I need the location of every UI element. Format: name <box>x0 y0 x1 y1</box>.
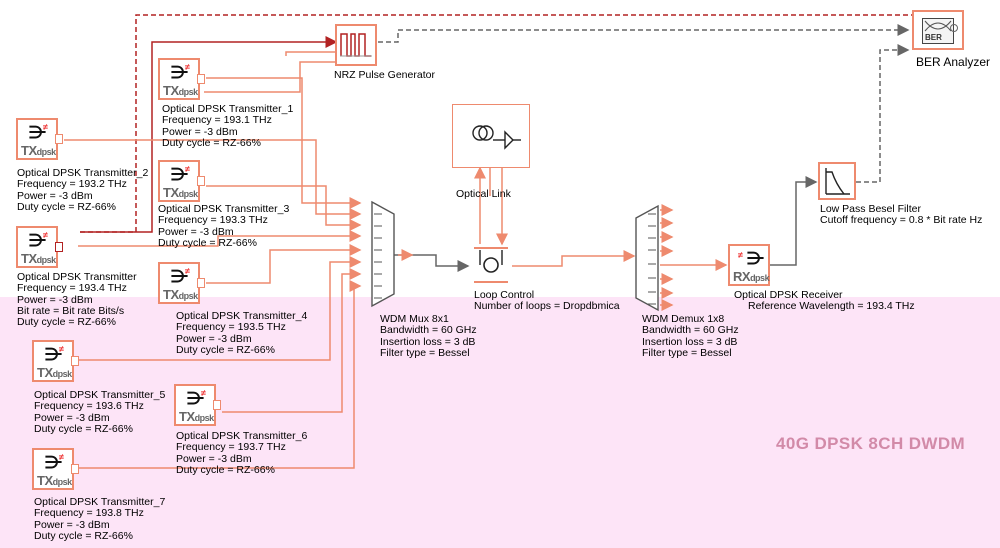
tx-icon-caption: TXdpsk <box>163 185 198 200</box>
tx5-block[interactable]: ⋺≠ TXdpsk <box>32 340 79 382</box>
tx-to-mux-wire <box>78 230 362 247</box>
ber-screen: BER <box>922 18 954 44</box>
nrz-to-tx-wire <box>285 51 336 56</box>
laser-icon: ⋺ <box>29 231 46 250</box>
laser-icon: ⋺ <box>171 165 188 184</box>
filter-response-icon <box>825 168 850 195</box>
spark-icon: ≠ <box>185 266 190 276</box>
tx-port <box>197 278 205 288</box>
tx-port <box>71 356 79 366</box>
rx-block[interactable]: ≠ ⋺ RXdpsk <box>728 244 770 286</box>
spark-icon: ≠ <box>185 164 190 174</box>
lowpass-filter-block[interactable] <box>818 162 856 200</box>
ber-analyzer-block[interactable]: BER <box>912 10 964 50</box>
layout-region-band <box>0 297 1000 548</box>
tx-icon-caption: TXdpsk <box>37 365 72 380</box>
laser-icon: ⋺ <box>171 267 188 286</box>
loop-to-demux-wire <box>512 250 636 267</box>
bit-sequence-wire <box>80 36 338 233</box>
laser-icon: ⋺ <box>187 389 204 408</box>
loop-icon <box>474 247 508 283</box>
laser-icon: ⋺ <box>45 453 62 472</box>
wdm-mux-block[interactable] <box>370 200 396 308</box>
pulse-icon <box>340 33 372 57</box>
spark-icon: ≠ <box>201 388 206 398</box>
tx6-to-mux-wire <box>222 268 362 413</box>
spark-icon: ≠ <box>59 452 64 462</box>
spark-icon: ≠ <box>43 230 48 240</box>
tx-port <box>197 74 205 84</box>
tx-port <box>213 400 221 410</box>
tx-port <box>55 134 63 144</box>
spark-icon: ≠ <box>738 250 743 260</box>
reference-bit-wire <box>80 11 946 233</box>
demux-output-stubs <box>660 204 674 311</box>
tx-icon-caption: TXdpsk <box>179 409 214 424</box>
mux-to-loop-wire <box>392 254 470 272</box>
tx-port <box>55 242 63 252</box>
eye-diagram-icon <box>924 20 952 32</box>
tx7-to-mux-wire <box>64 280 362 469</box>
tx2-to-mux-wire <box>64 139 362 220</box>
tx3-block[interactable]: ⋺≠ TXdpsk <box>158 160 205 202</box>
tx-port <box>197 176 205 186</box>
tx-icon-caption: TXdpsk <box>163 287 198 302</box>
laser-icon: ⋺ <box>45 345 62 364</box>
ber-icon-text: BER <box>925 33 942 42</box>
tx6-block[interactable]: ⋺≠ TXdpsk <box>174 384 221 426</box>
laser-icon: ⋺ <box>29 123 46 142</box>
optical-link-label: Optical Link <box>456 188 511 200</box>
spark-icon: ≠ <box>59 344 64 354</box>
nrz-drive-wire <box>204 61 336 93</box>
tx7-block[interactable]: ⋺≠ TXdpsk <box>32 448 79 490</box>
tx1-block[interactable]: ⋺≠ TXdpsk <box>158 58 205 100</box>
demux-icon <box>635 204 659 312</box>
tx3-to-mux-wire <box>206 185 362 231</box>
diagram-title: 40G DPSK 8CH DWDM <box>776 434 966 453</box>
nrz-label: NRZ Pulse Generator <box>334 69 435 81</box>
fiber-spool-icon <box>472 125 521 150</box>
tx2-block[interactable]: ⋺≠ TXdpsk <box>16 118 63 160</box>
laser-icon: ⋺ <box>171 63 188 82</box>
tx4-block[interactable]: ⋺≠ TXdpsk <box>158 262 205 304</box>
mux-icon <box>371 200 395 308</box>
spark-icon: ≠ <box>43 122 48 132</box>
wdm-demux-block[interactable] <box>634 204 660 312</box>
tx-main-block[interactable]: ⋺≠ TXdpsk <box>16 226 63 268</box>
tx-port <box>71 464 79 474</box>
tx-icon-caption: TXdpsk <box>37 473 72 488</box>
filter-to-ber-wire <box>856 44 910 183</box>
ber-knob <box>950 24 958 32</box>
nrz-generator-block[interactable] <box>335 24 377 66</box>
spark-icon: ≠ <box>185 62 190 72</box>
ber-label: BER Analyzer <box>916 55 991 69</box>
tx4-to-mux-wire <box>206 244 362 284</box>
detector-icon: ⋺ <box>747 249 764 268</box>
tx-icon-caption: TXdpsk <box>21 251 56 266</box>
nrz-to-ber-wire <box>378 24 910 43</box>
rx-to-filter-wire <box>770 176 818 266</box>
loop-control-block[interactable] <box>470 244 512 286</box>
tx-icon-caption: TXdpsk <box>163 83 198 98</box>
rx-icon-caption: RXdpsk <box>733 269 770 284</box>
optical-link-block[interactable] <box>452 104 530 168</box>
tx5-to-mux-wire <box>64 256 362 361</box>
tx-icon-caption: TXdpsk <box>21 143 56 158</box>
